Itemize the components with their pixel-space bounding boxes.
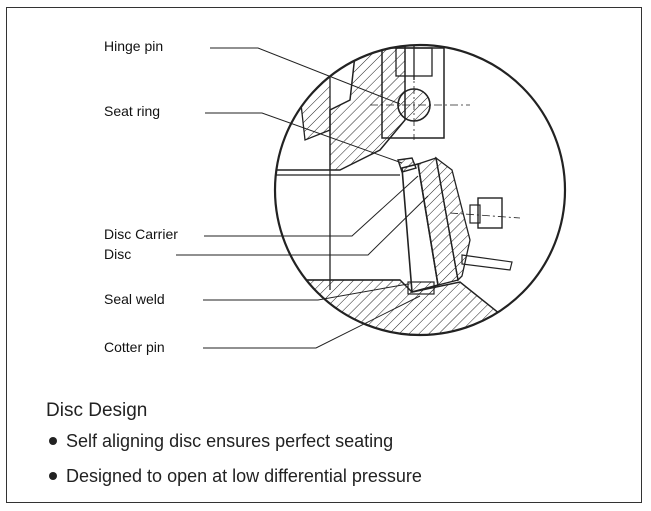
magnified-detail: [275, 45, 522, 335]
label-cotter-pin: Cotter pin: [104, 339, 165, 355]
label-disc: Disc: [104, 246, 132, 262]
body-casting-upper: [275, 45, 406, 171]
label-seal-weld: Seal weld: [104, 291, 165, 307]
leader-cotter-pin: [203, 295, 421, 349]
section-heading: Disc Design: [46, 400, 148, 421]
bullet-item: Self aligning disc ensures perfect seati…: [49, 431, 393, 452]
bullet-dot-icon: [49, 472, 57, 480]
label-seat-ring: Seat ring: [104, 103, 161, 119]
leader-disc: [176, 195, 429, 256]
leader-disc-carrier: [204, 175, 419, 237]
label-disc-carrier: Disc Carrier: [104, 226, 178, 242]
seal-weld-shape: [407, 281, 435, 295]
leader-hinge-pin: [210, 47, 401, 105]
body-casting-lower: [275, 279, 522, 335]
bullet-item: Designed to open at low differential pre…: [49, 466, 422, 487]
figure-frame: [6, 7, 642, 503]
label-hinge-pin: Hinge pin: [104, 38, 164, 54]
detail-circle: [273, 43, 567, 337]
leader-seat-ring: [205, 112, 403, 164]
disc-bolt: [477, 197, 503, 229]
bullet-text: Self aligning disc ensures perfect seati…: [66, 431, 394, 451]
bullet-text: Designed to open at low differential pre…: [66, 466, 422, 486]
bullet-dot-icon: [49, 437, 57, 445]
leader-seal-weld: [203, 283, 409, 301]
